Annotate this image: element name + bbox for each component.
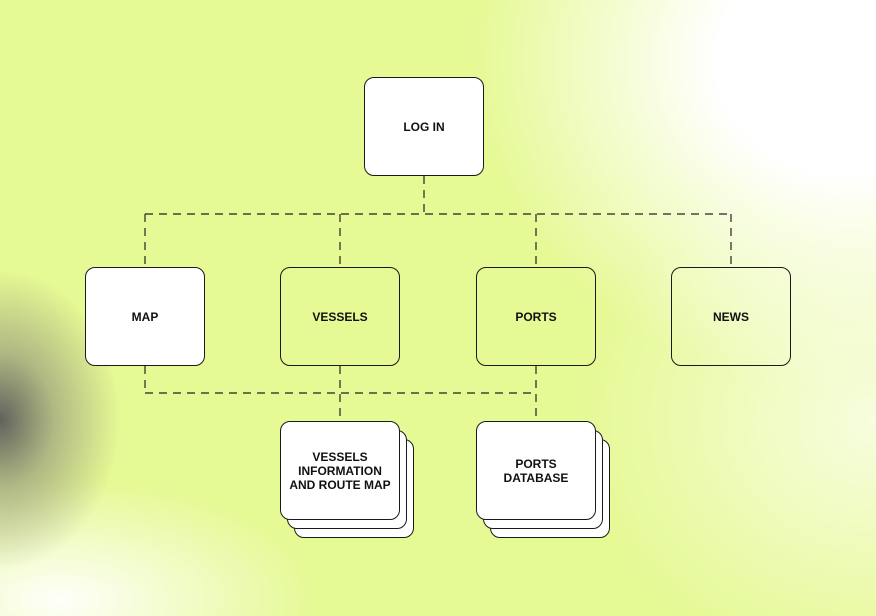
node-login: LOG IN bbox=[364, 77, 484, 176]
node-label: PORTS bbox=[515, 309, 557, 324]
node-label: NEWS bbox=[713, 309, 749, 324]
node-news: NEWS bbox=[671, 267, 791, 366]
node-ports: PORTS bbox=[476, 267, 596, 366]
node-label: MAP bbox=[131, 309, 159, 324]
node-ports-database: PORTS DATABASE bbox=[476, 421, 596, 520]
node-vessels: VESSELS bbox=[280, 267, 400, 366]
node-vessels-info: VESSELS INFORMATION AND ROUTE MAP bbox=[280, 421, 400, 520]
node-label: PORTS DATABASE bbox=[503, 456, 569, 485]
node-label: VESSELS INFORMATION AND ROUTE MAP bbox=[289, 449, 391, 492]
node-map: MAP bbox=[85, 267, 205, 366]
node-label: LOG IN bbox=[403, 119, 445, 134]
node-label: VESSELS bbox=[312, 309, 368, 324]
